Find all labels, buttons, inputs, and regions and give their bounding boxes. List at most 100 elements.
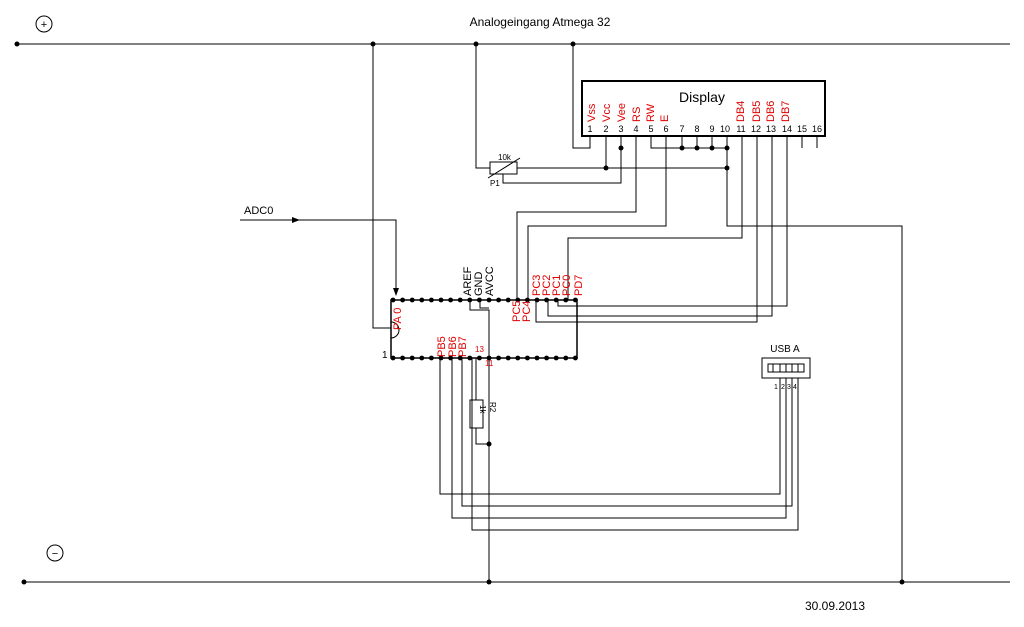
mcu-pin-label-avcc: AVCC bbox=[484, 266, 496, 296]
mcu-pin-label-pc0: PC0 bbox=[561, 275, 573, 296]
mcu-pin bbox=[409, 297, 415, 303]
mcu-pin-label-pa0: PA 0 bbox=[392, 308, 404, 330]
display-pin-name: Vee bbox=[616, 103, 628, 122]
display-pin-number: 2 bbox=[603, 124, 608, 134]
pot-value-label: 10k bbox=[498, 153, 512, 162]
display-pin-number: 8 bbox=[694, 124, 699, 134]
mcu-pin-label-gnd: GND bbox=[473, 272, 485, 297]
display-pin-number: 7 bbox=[679, 124, 684, 134]
display-pin-name: RW bbox=[645, 103, 657, 122]
minus-rail: − bbox=[21, 544, 1010, 585]
display-pin-number: 9 bbox=[709, 124, 714, 134]
display-pin-number: 3 bbox=[618, 124, 623, 134]
mcu-pin bbox=[477, 355, 482, 361]
potentiometer-p1: 10k P1 bbox=[487, 153, 521, 188]
mcu-pin bbox=[390, 297, 396, 303]
mcu-pin bbox=[409, 355, 415, 361]
mcu-pin bbox=[429, 355, 434, 361]
mcu-pin bbox=[419, 355, 425, 361]
display-pin-name: RS bbox=[631, 107, 643, 122]
display-pin-number: 14 bbox=[782, 124, 792, 134]
display-pin-name: Vss bbox=[586, 103, 598, 122]
mcu-pin bbox=[486, 297, 492, 303]
plus-symbol: + bbox=[41, 19, 47, 31]
mcu-pin bbox=[525, 355, 530, 361]
mcu-pin bbox=[438, 297, 444, 303]
mcu-pin-label-pb7: PB7 bbox=[457, 336, 469, 357]
mcu-pin bbox=[563, 355, 569, 361]
mcu-pin-label-pc3: PC3 bbox=[531, 275, 543, 296]
mcu-pin-label-pc1: PC1 bbox=[551, 275, 563, 296]
display-pin-number: 15 bbox=[797, 124, 807, 134]
mcu-pin-label-pb5: PB5 bbox=[436, 336, 448, 357]
display-pin-name: DB4 bbox=[735, 101, 747, 122]
display-pin-number: 13 bbox=[766, 124, 776, 134]
mcu-pin bbox=[534, 355, 540, 361]
mcu-small-label: 13 bbox=[475, 345, 484, 354]
display-pin-name: Vcc bbox=[601, 103, 613, 122]
display-pin-number: 11 bbox=[736, 124, 745, 134]
wiring bbox=[240, 44, 903, 582]
mcu-pin bbox=[429, 297, 434, 303]
display-pin-name: E bbox=[659, 115, 671, 122]
mcu-pin bbox=[534, 297, 540, 303]
mcu-pin bbox=[419, 297, 425, 303]
mcu-pin bbox=[515, 297, 521, 303]
mcu-pin1-label: 1 bbox=[382, 350, 388, 361]
display-pin-name: DB7 bbox=[780, 101, 792, 122]
mcu-pin bbox=[496, 297, 501, 303]
mcu-pin bbox=[457, 297, 463, 303]
mcu-pin bbox=[525, 297, 530, 303]
mcu-pin bbox=[448, 355, 453, 361]
mcu-pin bbox=[505, 297, 511, 303]
mcu-pin bbox=[486, 355, 492, 361]
mcu-pin bbox=[390, 355, 396, 361]
display-pin-number: 1 bbox=[587, 124, 592, 134]
display-pin-number: 6 bbox=[663, 124, 668, 134]
display-pin-name: DB5 bbox=[751, 101, 763, 122]
mcu-atmega32: 1 AREF GND AVCC PC5 PC4 PC3 PC2 PC1 PC0 … bbox=[382, 266, 585, 368]
mcu-pin bbox=[477, 297, 482, 303]
usb-pin-number: 1 bbox=[774, 384, 778, 391]
mcu-pin bbox=[467, 297, 473, 303]
resistor-r2: 1k R2 bbox=[469, 399, 497, 429]
resistor-name-label: R2 bbox=[488, 402, 497, 413]
mcu-pin bbox=[544, 297, 549, 303]
mcu-pin bbox=[496, 355, 501, 361]
mcu-pin bbox=[544, 355, 549, 361]
mcu-pin bbox=[515, 355, 521, 361]
display-pin-number: 10 bbox=[720, 124, 730, 134]
lcd-display: Display Vss Vcc Vee RS RW E DB4 DB5 DB6 … bbox=[581, 80, 826, 148]
mcu-pin bbox=[438, 355, 444, 361]
mcu-pin bbox=[400, 297, 405, 303]
mcu-pin bbox=[400, 355, 405, 361]
usb-label: USB A bbox=[770, 344, 800, 355]
mcu-pin bbox=[553, 355, 559, 361]
display-pin-number: 4 bbox=[633, 124, 638, 134]
mcu-pin bbox=[573, 355, 578, 361]
mcu-pin-label-aref: AREF bbox=[462, 266, 474, 296]
mcu-pin bbox=[505, 355, 511, 361]
mcu-pin-label-pc5: PC5 bbox=[511, 301, 523, 322]
mcu-pin-label-pd7: PD7 bbox=[573, 275, 585, 296]
mcu-pin-label-pc4: PC4 bbox=[521, 301, 533, 322]
mcu-pin bbox=[457, 355, 463, 361]
mcu-pin bbox=[467, 355, 473, 361]
usb-pin-number: 3 bbox=[787, 384, 791, 391]
mcu-pin-label-pb6: PB6 bbox=[447, 336, 459, 357]
date-label: 30.09.2013 bbox=[805, 599, 865, 613]
display-pin-name: DB6 bbox=[765, 101, 777, 122]
display-label: Display bbox=[679, 89, 725, 105]
usb-pin-number: 2 bbox=[781, 384, 785, 391]
display-pin-number: 5 bbox=[648, 124, 653, 134]
mcu-pin bbox=[573, 297, 578, 303]
pot-name-label: P1 bbox=[490, 179, 500, 188]
mcu-pin bbox=[448, 297, 453, 303]
adc0-label: ADC0 bbox=[244, 205, 273, 217]
usb-a-connector: USB A 1 2 3 4 bbox=[761, 344, 811, 391]
mcu-pin-label-pc2: PC2 bbox=[541, 275, 553, 296]
mcu-small-label: 11 bbox=[485, 359, 494, 368]
resistor-value-label: 1k bbox=[478, 405, 487, 414]
minus-symbol: − bbox=[52, 548, 58, 560]
